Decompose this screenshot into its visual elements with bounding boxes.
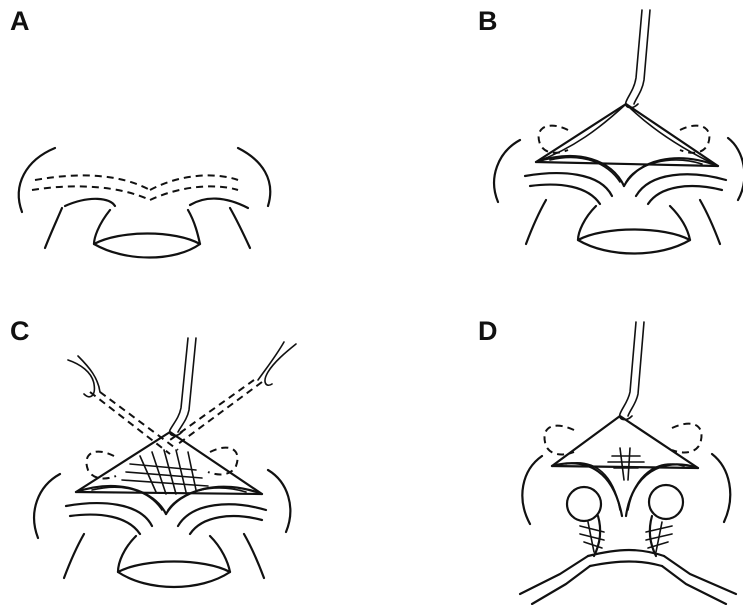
- panel-a-label: A: [10, 6, 30, 36]
- panel-a: A: [10, 6, 270, 258]
- panel-d-label: D: [478, 316, 498, 346]
- panel-c-label: C: [10, 316, 30, 346]
- panel-b: B: [478, 6, 743, 254]
- panel-c: C: [10, 316, 296, 587]
- panel-d: D: [478, 316, 736, 604]
- panel-b-label: B: [478, 6, 498, 36]
